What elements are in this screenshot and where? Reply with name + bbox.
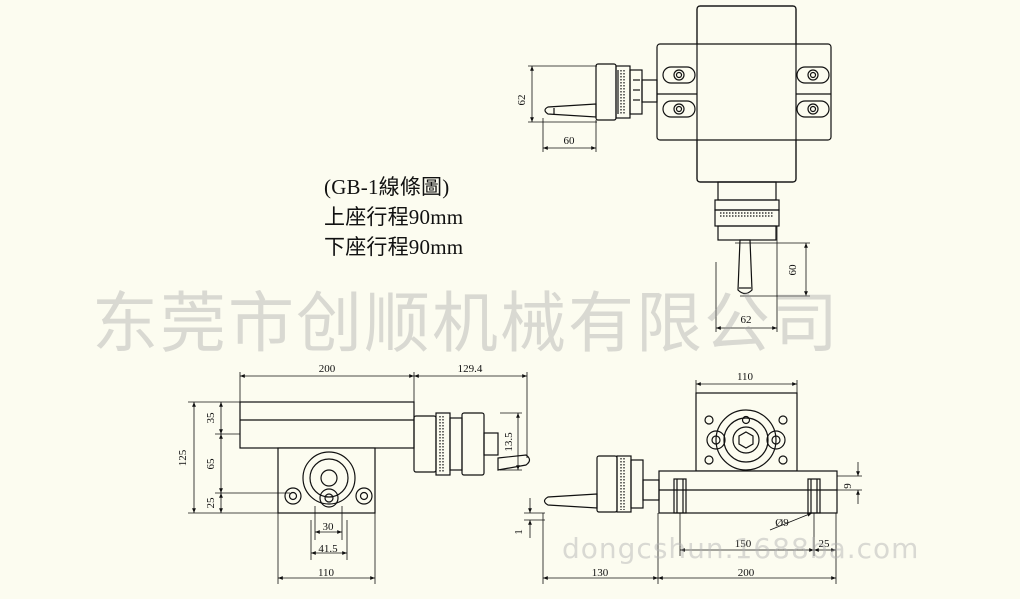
dim-top-62-v: 62 [516,95,528,106]
dim-top-62-h: 62 [741,314,752,326]
dim-front-125: 125 [177,449,189,466]
drawing-title: (GB-1線條圖) [324,175,450,199]
dim-side-dia9: Ø9 [775,517,789,529]
dim-top-60-v: 60 [787,264,799,276]
dim-front-35: 35 [205,412,217,424]
dim-front-41-5: 41.5 [318,543,338,555]
side-view-dims [524,380,862,584]
side-view-dim-labels: 110 9 Ø9 150 25 1 130 200 [513,371,854,579]
dim-side-150: 150 [735,538,752,550]
dim-front-25: 25 [205,497,217,509]
front-view-dims [188,372,528,584]
lower-stroke-spec: 下座行程90mm [324,235,464,259]
dim-front-129-4: 129.4 [458,363,483,375]
dim-front-65: 65 [205,458,217,470]
dim-front-200: 200 [319,363,336,375]
upper-stroke-spec: 上座行程90mm [324,205,464,229]
side-view [543,392,838,514]
dim-side-110: 110 [737,371,754,383]
front-view [239,401,531,514]
company-watermark: 东莞市创顺机械有限公司 [92,285,840,362]
drawing-title-block: (GB-1線條圖) 上座行程90mm 下座行程90mm [324,172,463,262]
dim-front-30: 30 [323,521,335,533]
top-view [544,5,832,295]
dim-side-1: 1 [513,529,525,535]
dim-top-60-h: 60 [564,135,576,147]
site-watermark: dongcshun.1688ba.com [562,532,920,565]
dim-front-110: 110 [318,567,335,579]
dim-side-9: 9 [842,483,854,489]
dim-front-13-5: 13.5 [503,432,515,452]
top-view-dim-labels: 62 60 60 62 [516,95,799,327]
front-view-dim-labels: 200 129.4 125 35 65 25 13.5 30 41.5 110 [177,363,515,579]
top-view-dims [528,65,810,332]
dim-side-200: 200 [738,567,755,579]
dim-side-130: 130 [592,567,609,579]
dim-side-25: 25 [819,538,831,550]
